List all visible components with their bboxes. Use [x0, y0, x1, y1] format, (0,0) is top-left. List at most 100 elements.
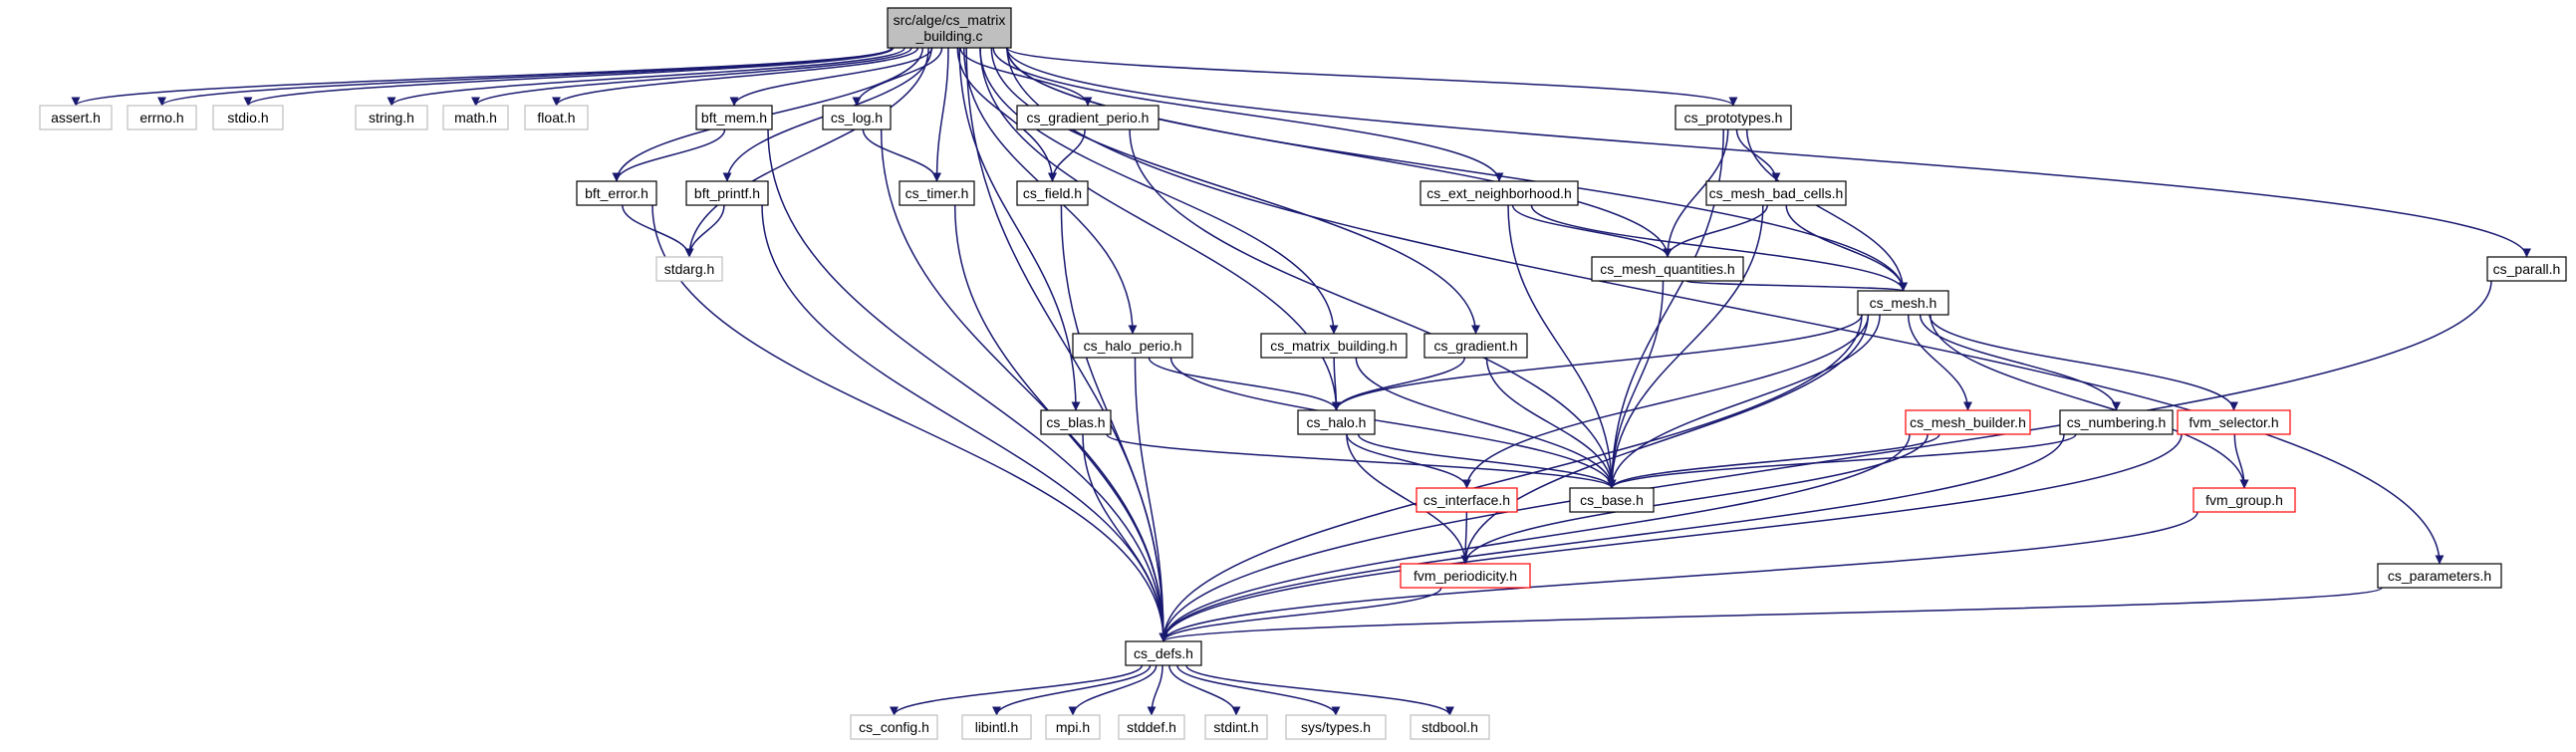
- node-cs-parall[interactable]: cs_parall.h: [2486, 256, 2567, 282]
- node-label: cs_log.h: [831, 110, 883, 125]
- edge-cs-mesh-to-cs-base: [1607, 314, 1881, 489]
- node-bft-error[interactable]: bft_error.h: [576, 180, 657, 206]
- node-cs-parameters[interactable]: cs_parameters.h: [2377, 563, 2502, 589]
- header-nodes: src/alge/cs_matrix_building.c assert.h err…: [39, 7, 2567, 740]
- node-cs-mesh-bad-cells[interactable]: cs_mesh_bad_cells.h: [1705, 180, 1847, 206]
- node-box: [355, 105, 428, 130]
- node-box: [2192, 487, 2296, 513]
- node-cs-blas[interactable]: cs_blas.h: [1040, 409, 1112, 435]
- node-box: [127, 105, 197, 130]
- edge-cs-halo-perio-to-cs-halo: [1148, 357, 1341, 411]
- node-cs-mesh-builder[interactable]: cs_mesh_builder.h: [1905, 409, 2031, 435]
- edge-cs-mesh-to-cs-defs: [1159, 314, 1863, 642]
- node-label: cs_interface.h: [1423, 492, 1510, 508]
- node-label: fvm_selector.h: [2189, 414, 2278, 430]
- node-cs-mesh[interactable]: cs_mesh.h: [1857, 290, 1949, 316]
- edge-cs-mesh-bad-cells-to-cs-mesh: [1785, 204, 1908, 292]
- node-box: [1260, 333, 1408, 359]
- node-box: [887, 7, 1012, 49]
- node-box: [1016, 105, 1159, 130]
- edge-cs-defs-to-stdint: [1168, 664, 1241, 716]
- edge-root-to-errno: [157, 47, 893, 107]
- node-label: cs_prototypes.h: [1684, 110, 1783, 125]
- node-label: cs_parameters.h: [2388, 568, 2491, 584]
- edge-root-to-stdarg: [684, 47, 929, 258]
- node-label: assert.h: [51, 110, 101, 125]
- node-label: cs_matrix_building.h: [1270, 338, 1398, 354]
- node-box: [1118, 714, 1185, 740]
- node-box: [1857, 290, 1949, 316]
- node-box: [212, 105, 284, 130]
- edge-cs-ext-neighborhood-to-cs-mesh-quantities: [1511, 204, 1673, 258]
- node-label: cs_gradient_perio.h: [1027, 110, 1150, 125]
- node-cs-halo[interactable]: cs_halo.h: [1297, 409, 1376, 435]
- edge-cs-parall-to-cs-defs: [1159, 280, 2492, 642]
- node-cs-gradient-perio[interactable]: cs_gradient_perio.h: [1016, 105, 1159, 130]
- node-fvm-selector[interactable]: fvm_selector.h: [2177, 409, 2291, 435]
- node-float: float.h: [524, 105, 589, 130]
- node-label: cs_gradient.h: [1433, 338, 1517, 354]
- edge-cs-numbering-to-cs-defs: [1159, 433, 2065, 642]
- edge-cs-defs-to-sys-types: [1176, 664, 1341, 716]
- edge-root-to-cs-blas: [958, 47, 1081, 411]
- node-box: [1423, 333, 1528, 359]
- edge-cs-log-to-cs-timer: [862, 128, 941, 182]
- node-cs-timer[interactable]: cs_timer.h: [899, 180, 975, 206]
- node-label: cs_config.h: [859, 719, 929, 735]
- node-cs-matrix-building[interactable]: cs_matrix_building.h: [1260, 333, 1408, 359]
- edge-cs-mesh-to-cs-interface: [1462, 314, 1870, 489]
- edge-fvm-group-to-cs-defs: [1159, 511, 2198, 642]
- node-box: [2059, 409, 2174, 435]
- edge-fvm-selector-to-cs-defs: [1159, 433, 2183, 642]
- node-fvm-periodicity[interactable]: fvm_periodicity.h: [1400, 563, 1531, 589]
- node-label: cs_timer.h: [905, 185, 969, 201]
- edge-root-to-cs-gradient: [990, 47, 1480, 335]
- edge-root-to-cs-log: [852, 47, 943, 107]
- edge-cs-halo-to-cs-interface: [1346, 433, 1471, 489]
- node-box: [961, 714, 1032, 740]
- node-cs-gradient[interactable]: cs_gradient.h: [1423, 333, 1528, 359]
- node-box: [1569, 487, 1655, 513]
- node-cs-field[interactable]: cs_field.h: [1016, 180, 1089, 206]
- edge-cs-defs-to-cs-config: [890, 664, 1144, 716]
- node-cs-interface[interactable]: cs_interface.h: [1416, 487, 1518, 513]
- node-label: cs_halo_perio.h: [1084, 338, 1182, 354]
- edge-cs-defs-to-stddef: [1147, 664, 1163, 716]
- edge-root-to-stdio: [243, 47, 895, 107]
- node-label: cs_field.h: [1023, 185, 1082, 201]
- node-errno: errno.h: [127, 105, 197, 130]
- edge-root-to-cs-parameters: [1006, 47, 2445, 565]
- node-cs-ext-neighborhood[interactable]: cs_ext_neighborhood.h: [1419, 180, 1579, 206]
- node-bft-printf[interactable]: bft_printf.h: [685, 180, 769, 206]
- node-cs-defs[interactable]: cs_defs.h: [1125, 640, 1202, 666]
- node-cs-base[interactable]: cs_base.h: [1569, 487, 1655, 513]
- edge-fvm-periodicity-to-cs-defs: [1159, 587, 1442, 642]
- node-root[interactable]: src/alge/cs_matrix_building.c: [887, 7, 1012, 49]
- edge-root-to-string: [386, 47, 905, 107]
- node-cs-halo-perio[interactable]: cs_halo_perio.h: [1072, 333, 1193, 359]
- edge-cs-mesh-quantities-to-cs-base: [1607, 280, 1665, 489]
- node-box: [1285, 714, 1387, 740]
- edge-bft-mem-to-cs-defs: [767, 128, 1168, 642]
- edge-cs-mesh-quantities-to-cs-mesh: [1685, 280, 1908, 292]
- node-bft-mem[interactable]: bft_mem.h: [695, 105, 773, 130]
- edge-cs-halo-perio-to-cs-defs: [1134, 357, 1168, 642]
- edge-root-to-bft-mem: [729, 47, 933, 107]
- node-mpi: mpi.h: [1045, 714, 1101, 740]
- node-stdint: stdint.h: [1204, 714, 1268, 740]
- node-fvm-group[interactable]: fvm_group.h: [2192, 487, 2296, 513]
- node-cs-mesh-quantities[interactable]: cs_mesh_quantities.h: [1591, 256, 1744, 282]
- edge-root-to-math: [471, 47, 912, 107]
- node-label: cs_defs.h: [1134, 645, 1193, 661]
- node-cs-log[interactable]: cs_log.h: [822, 105, 892, 130]
- node-label: bft_error.h: [585, 185, 648, 201]
- node-cs-numbering[interactable]: cs_numbering.h: [2059, 409, 2174, 435]
- node-label: cs_mesh_bad_cells.h: [1709, 185, 1844, 201]
- node-box: [524, 105, 589, 130]
- edge-cs-gradient-to-cs-base: [1485, 357, 1617, 489]
- node-cs-prototypes[interactable]: cs_prototypes.h: [1674, 105, 1792, 130]
- node-label: stdint.h: [1213, 719, 1258, 735]
- edge-cs-mesh-to-cs-halo: [1332, 314, 1863, 411]
- node-box: [822, 105, 892, 130]
